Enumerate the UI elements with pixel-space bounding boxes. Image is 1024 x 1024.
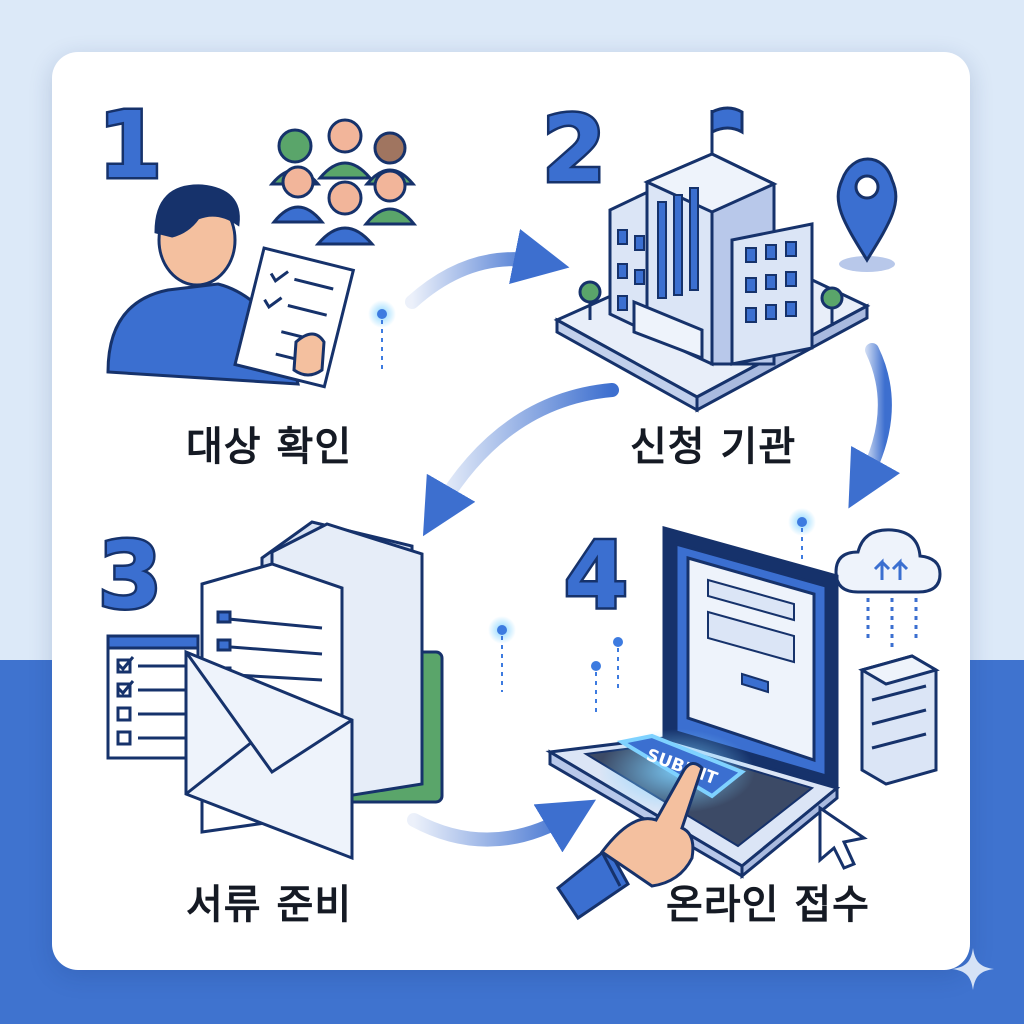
arrow-2-to-4 [848, 343, 901, 509]
illustration-layer: SUBMIT [106, 106, 942, 921]
step-2-number: 2 [539, 96, 608, 203]
connector-dots-3 [488, 616, 516, 692]
office-building-icon [553, 106, 871, 413]
cursor-icon [818, 805, 868, 870]
step-1-label: 대상 확인 [186, 424, 353, 470]
group-icon [268, 118, 418, 246]
connector-dots-4 [591, 508, 816, 712]
step-1-number: 1 [95, 92, 164, 199]
process-card: SUBMIT 1 2 3 4 대상 확인 신청 기관 서류 준비 온라인 접수 [52, 52, 970, 970]
step-2-label: 신청 기관 [630, 424, 797, 470]
cloud-upload-icon [834, 528, 942, 652]
arrow-1-to-2 [405, 229, 570, 309]
sparkle-icon [952, 948, 994, 990]
pointing-hand-icon [555, 762, 704, 921]
map-pin-icon [836, 157, 898, 272]
server-icon [858, 654, 940, 786]
step-3-number: 3 [95, 522, 164, 629]
person-reading-checklist [106, 184, 356, 389]
checklist-icon [106, 634, 200, 760]
arrow-2-to-3 [422, 383, 619, 537]
step-4-label: 온라인 접수 [666, 882, 870, 928]
step-4-number: 4 [561, 522, 630, 629]
connector-dots-1 [368, 300, 396, 372]
envelope-icon [184, 649, 354, 861]
arrow-3-to-4 [407, 799, 597, 853]
step-3-label: 서류 준비 [186, 882, 353, 928]
